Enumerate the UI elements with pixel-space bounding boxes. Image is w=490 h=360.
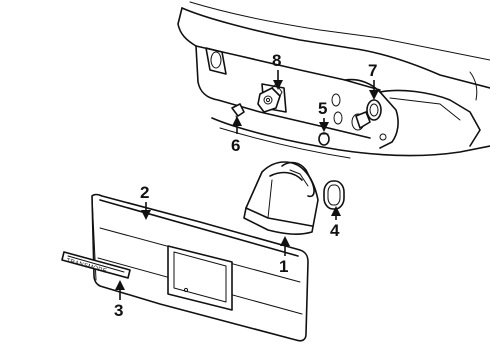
callout-8: 8 <box>272 51 283 90</box>
callout-number: 1 <box>279 257 288 276</box>
marker-lamp-socket <box>355 99 382 129</box>
callout-3: 3 <box>114 280 125 320</box>
bulb <box>318 132 330 146</box>
callout-number: 3 <box>114 301 123 320</box>
callout-7: 7 <box>368 61 379 100</box>
callout-number: 8 <box>272 51 281 70</box>
rear-body-panel <box>177 1 490 159</box>
callout-5: 5 <box>318 99 329 132</box>
callout-6: 6 <box>231 116 242 155</box>
rear-applique-panel <box>91 193 309 342</box>
license-lamp-socket <box>257 83 283 113</box>
callout-number: 6 <box>231 136 240 155</box>
callout-2: 2 <box>140 183 151 220</box>
callout-number: 4 <box>330 221 340 240</box>
callout-number: 5 <box>318 99 327 118</box>
callout-4: 4 <box>330 206 341 240</box>
side-marker-lamp <box>323 180 345 210</box>
tail-lamp-lens <box>243 161 319 235</box>
callout-number: 7 <box>368 61 377 80</box>
callout-number: 2 <box>140 183 149 202</box>
callout-1: 1 <box>279 236 290 276</box>
emblem-nameplate: TRANSMODE <box>61 251 131 279</box>
